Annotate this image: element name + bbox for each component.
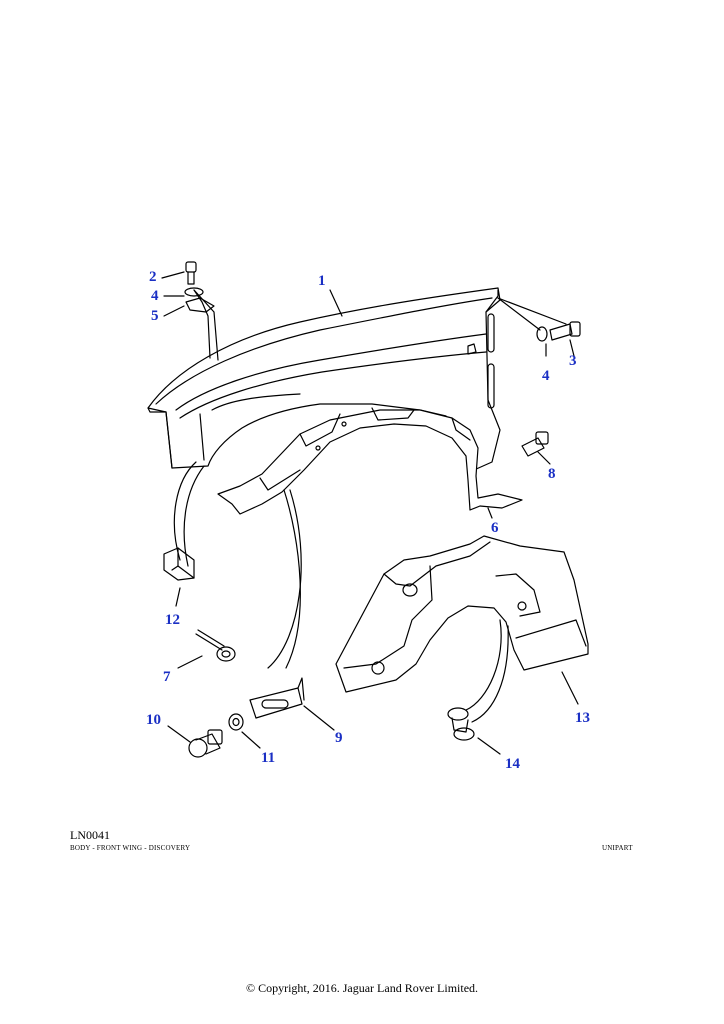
front-wing-panel <box>147 287 501 471</box>
callout-8: 8 <box>548 466 556 482</box>
callout-12: 12 <box>165 612 180 628</box>
clip-14 <box>447 619 509 755</box>
splash-shield-13 <box>335 535 589 705</box>
callout-9: 9 <box>335 730 343 746</box>
brand-label: UNIPART <box>602 844 633 852</box>
screw-washer-nut-group <box>161 261 219 361</box>
callout-2: 2 <box>149 269 157 285</box>
diagram-ref-code: LN0041 <box>70 828 110 842</box>
callout-11: 11 <box>261 750 276 766</box>
copyright-notice: © Copyright, 2016. Jaguar Land Rover Lim… <box>245 981 479 995</box>
callout-3: 3 <box>569 353 577 369</box>
callout-13: 13 <box>575 710 590 726</box>
callout-14: 14 <box>505 756 520 772</box>
callout-7: 7 <box>163 669 171 685</box>
callout-10: 10 <box>146 712 161 728</box>
callout-5: 5 <box>151 308 159 324</box>
clip-12 <box>163 461 205 607</box>
callout-6: 6 <box>491 520 499 536</box>
callout-4-right: 4 <box>542 368 550 384</box>
inner-wheel-arch-liner <box>217 407 523 515</box>
screw-7 <box>177 629 236 669</box>
bracket-9 <box>249 489 335 731</box>
callout-1: 1 <box>318 273 326 289</box>
bolt-washer-right <box>497 297 581 357</box>
bolt-10 <box>167 725 223 758</box>
washer-11 <box>228 713 261 749</box>
bolt-8 <box>521 431 551 465</box>
callout-4-left: 4 <box>151 288 159 304</box>
diagram-caption: BODY - FRONT WING - DISCOVERY <box>70 844 191 852</box>
